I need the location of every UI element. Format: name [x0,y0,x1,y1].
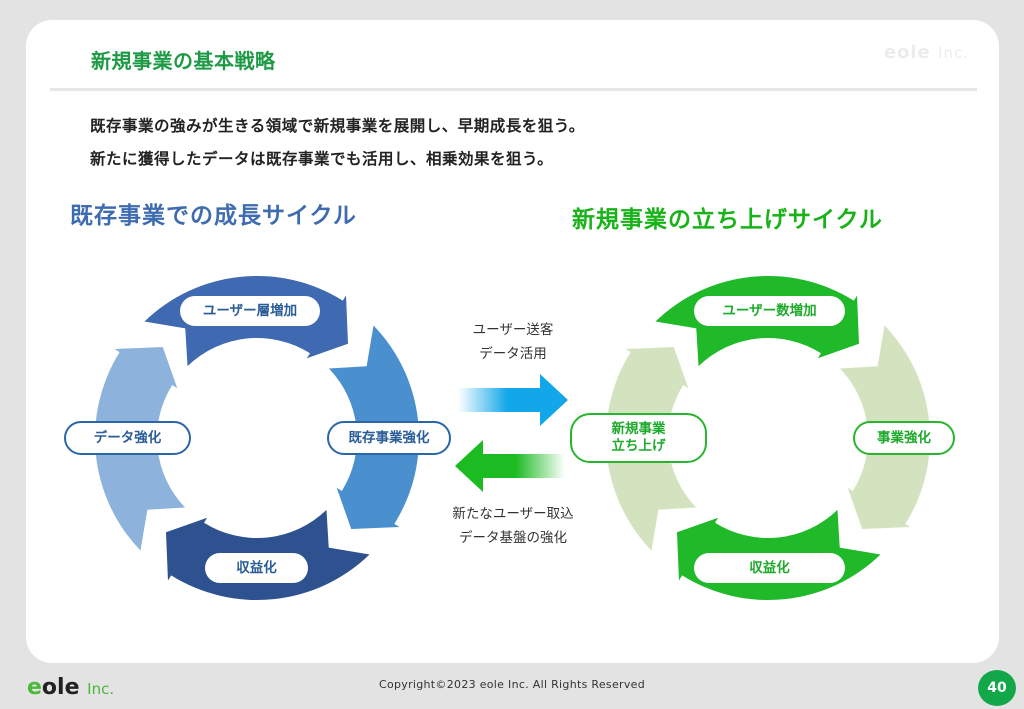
step-new-business-launch-line1: 新規事業 [611,421,666,437]
step-new-business-launch-line2: 立ち上げ [611,438,666,454]
flow-label-to-existing-line2: データ基盤の強化 [459,530,567,546]
step-new-business-launch: 新規事業 立ち上げ [570,413,707,463]
step-existing-business-strengthen: 既存事業強化 [327,421,451,455]
step-user-base-increase: ユーザー層増加 [180,296,320,326]
step-user-count-increase: ユーザー数増加 [694,296,845,326]
existing-cycle-title: 既存事業での成長サイクル [70,203,357,229]
page-number-badge: 40 [978,670,1016,706]
lead-line-2: 新たに獲得したデータは既存事業でも活用し、相乗効果を狙う。 [90,150,554,168]
watermark-logo: eole Inc. [884,42,969,63]
footer-logo-rest: ole [41,675,80,700]
flow-label-to-new-line2: データ活用 [479,346,547,362]
flow-label-to-new: ユーザー送客 データ活用 [428,318,598,366]
flow-arrow-to-new [458,374,568,426]
lead-line-1: 既存事業の強みが生きる領域で新規事業を展開し、早期成長を狙う。 [90,117,585,135]
step-monetization-existing: 収益化 [205,553,308,583]
flow-label-to-existing-line1: 新たなユーザー取込 [452,506,574,522]
step-monetization-new: 収益化 [694,553,845,583]
footer-logo-e: e [27,675,42,700]
flow-arrow-to-existing [455,440,565,492]
watermark-brand: eole [883,42,931,63]
lead-text: 既存事業の強みが生きる領域で新規事業を展開し、早期成長を狙う。 新たに獲得したデ… [90,110,585,176]
footer-logo: eole Inc. [27,675,114,700]
new-cycle-title: 新規事業の立ち上げサイクル [572,207,883,233]
title-divider [50,88,977,91]
step-business-strengthen: 事業強化 [853,421,955,455]
slide-title: 新規事業の基本戦略 [91,49,276,73]
watermark-suffix: Inc. [938,44,969,62]
flow-label-to-existing: 新たなユーザー取込 データ基盤の強化 [428,502,598,550]
flow-label-to-new-line1: ユーザー送客 [472,322,554,338]
footer-logo-suffix: Inc. [87,680,115,698]
step-data-strengthen: データ強化 [64,421,191,455]
copyright-text: Copyright©2023 eole Inc. All Rights Rese… [378,678,646,691]
